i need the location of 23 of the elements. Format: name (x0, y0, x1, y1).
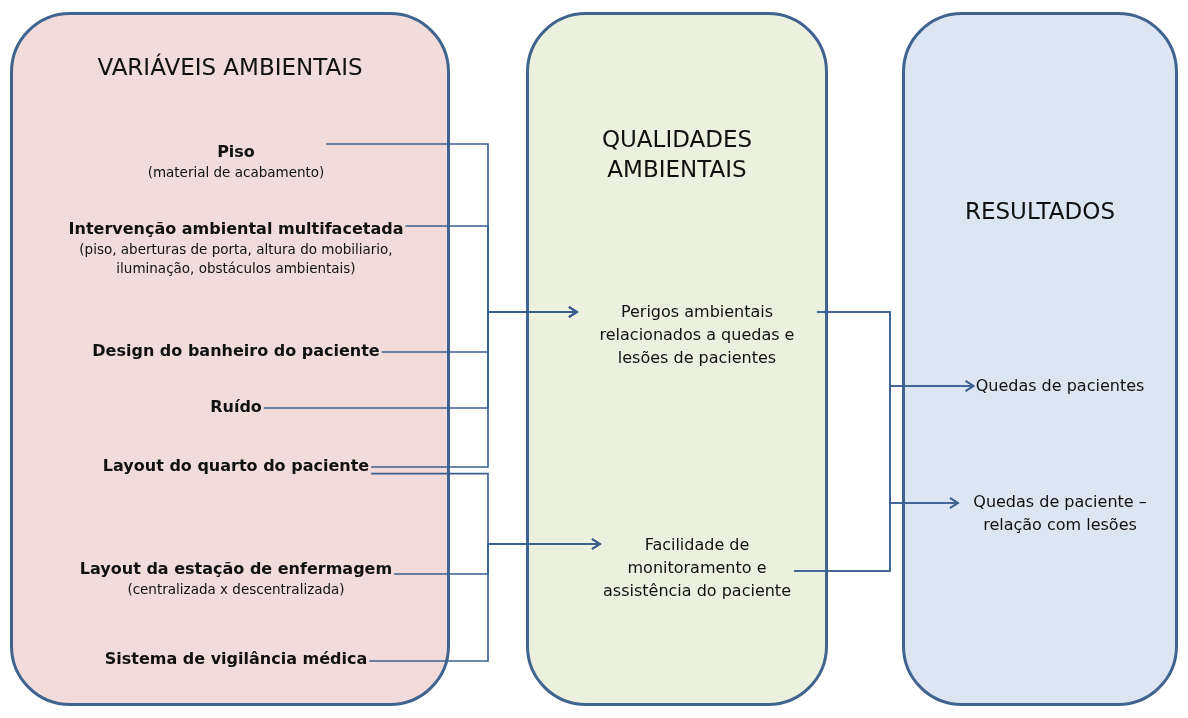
column-heading: QUALIDADES AMBIENTAIS (600, 125, 754, 184)
panel-background (526, 12, 828, 706)
connector-arrow (370, 306, 578, 468)
factor-detail: (centralizada x descentralizada) (126, 579, 346, 599)
factor-label: Design do banheiro do paciente (92, 340, 380, 362)
panel-background (902, 12, 1178, 706)
outcome-text: Facilidade de monitoramento e assistência do paciente (602, 533, 792, 603)
factor-detail: (piso, aberturas de porta, altura do mobiliario, iluminação, obstáculos ambientais) (78, 239, 394, 279)
factor-label: Ruído (210, 396, 262, 418)
column-heading: VARIÁVEIS AMBIENTAIS (96, 53, 364, 82)
factor-label: Sistema de vigilância médica (104, 648, 368, 670)
panel-background (10, 12, 450, 706)
factor-label: Layout da estação de enfermagem (79, 558, 393, 580)
factor-label: Piso (216, 141, 256, 163)
factor-label: Intervenção ambiental multifacetada (68, 218, 404, 240)
factor-label: Layout do quarto do paciente (102, 455, 370, 477)
connector-arrow (368, 538, 601, 662)
outcome-text: Perigos ambientais relacionados a quedas e lesões de pacientes (579, 300, 815, 370)
outcome-text: Quedas de pacientes (975, 374, 1145, 398)
connector-arrow (793, 497, 959, 572)
column-heading: RESULTADOS (964, 197, 1116, 226)
outcome-text: Quedas de paciente – relação com lesões (960, 490, 1160, 537)
factor-detail: (material de acabamento) (147, 162, 325, 182)
